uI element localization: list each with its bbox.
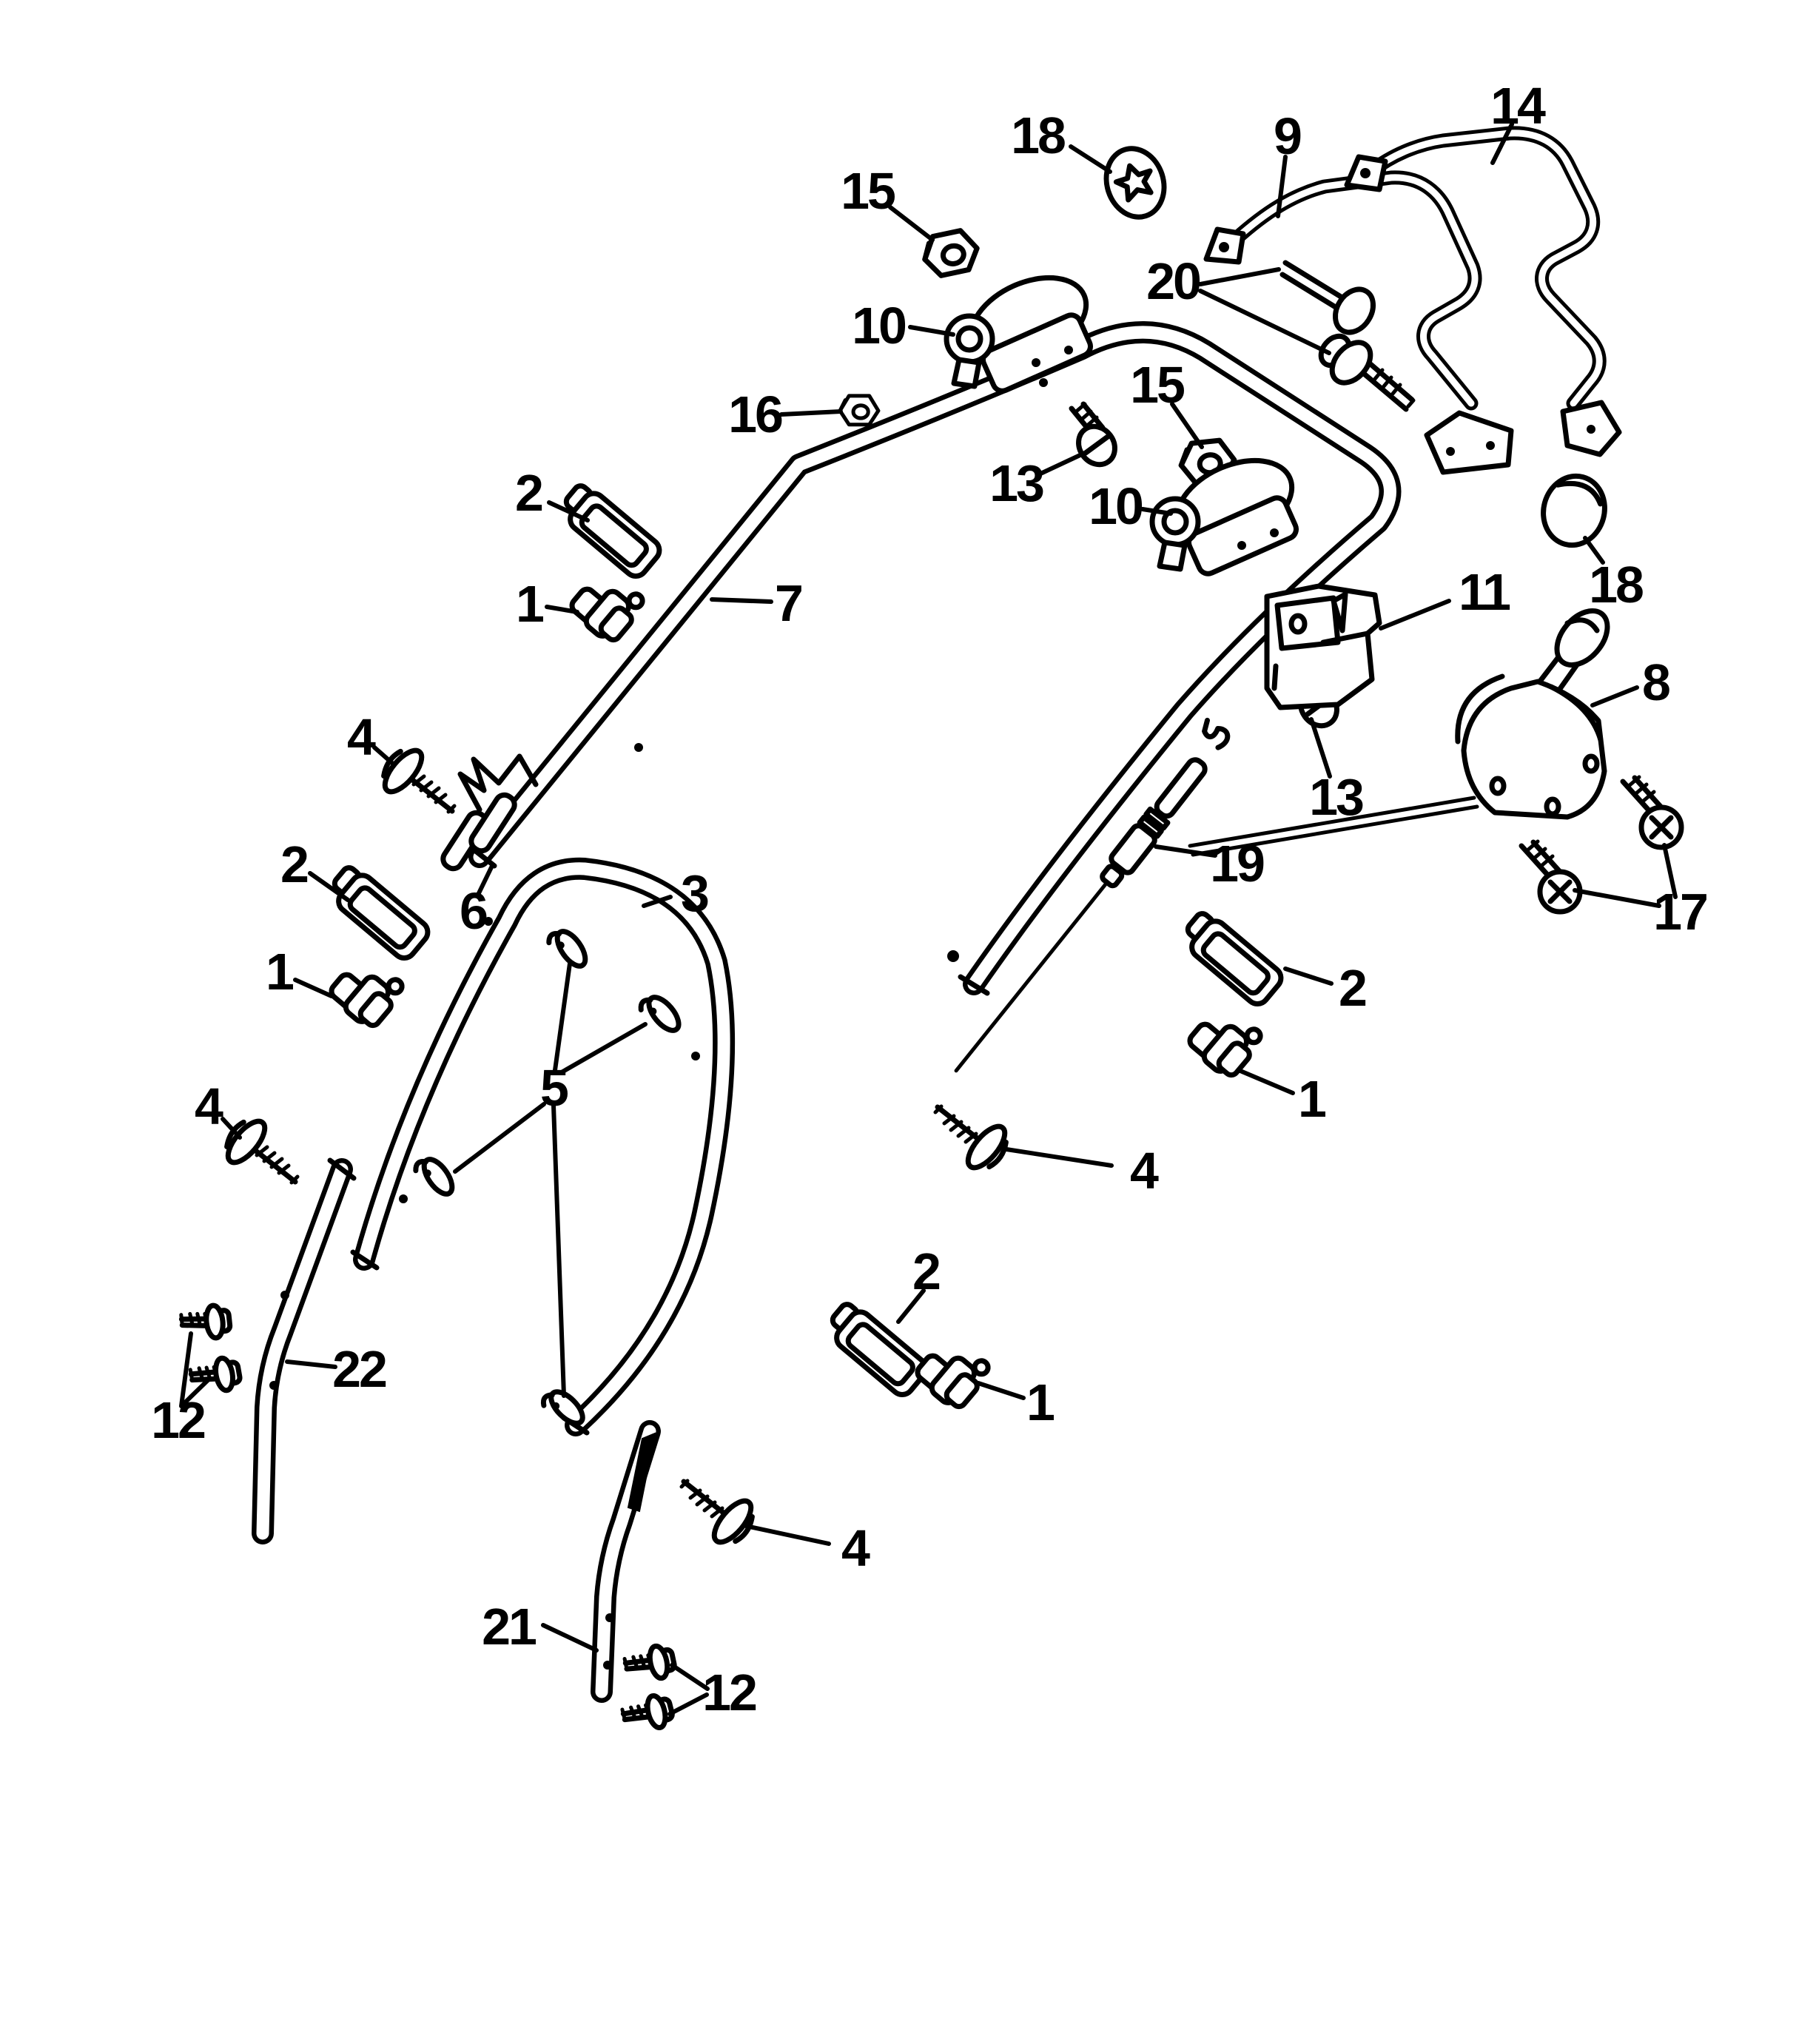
callout-15-a: 15 (841, 162, 895, 220)
part-flange-nut (840, 396, 878, 425)
callout-13-a: 13 (989, 454, 1043, 512)
part-star-washer (1103, 146, 1167, 220)
callout-4-d: 4 (841, 1519, 870, 1577)
callout-8: 8 (1642, 653, 1669, 711)
callout-4-c: 4 (1130, 1142, 1159, 1200)
part-wire-guide (440, 753, 539, 872)
part-grip-pad (324, 862, 432, 962)
callout-2-c: 2 (1339, 959, 1366, 1017)
part-washer-screw (623, 1643, 676, 1684)
callout-1-b: 1 (266, 943, 293, 1001)
part-throttle-cable (954, 717, 1479, 1073)
part-handle-bracket-left (252, 1157, 357, 1544)
callout-labels: 18 9 14 15 10 20 16 13 15 10 2 1 7 11 18… (151, 77, 1709, 1721)
callout-11: 11 (1459, 563, 1510, 621)
part-shoulder-screw (935, 1106, 1011, 1174)
callout-4-b: 4 (195, 1078, 223, 1135)
callout-9: 9 (1274, 107, 1301, 165)
part-carriage-bolt (1318, 333, 1416, 412)
part-shoulder-screw (379, 744, 454, 812)
callout-6: 6 (460, 882, 487, 940)
part-grip-pad (1177, 908, 1285, 1008)
callout-14: 14 (1490, 77, 1546, 135)
callout-2-a: 2 (515, 464, 542, 522)
part-cable-clamp (326, 951, 407, 1032)
part-upper-handle (463, 321, 1402, 996)
callout-13-b: 13 (1309, 768, 1363, 826)
part-screw (1072, 404, 1123, 471)
part-cap-disc (1541, 473, 1607, 548)
callout-12-a: 12 (151, 1391, 205, 1449)
callout-19: 19 (1210, 835, 1264, 892)
part-handle-clamp (1152, 444, 1305, 576)
callout-10-b: 10 (1089, 477, 1143, 535)
part-grip-pad (822, 1299, 930, 1399)
callout-1-d: 1 (1026, 1374, 1054, 1431)
callout-5: 5 (540, 1059, 568, 1117)
callout-18-b: 18 (1589, 556, 1643, 613)
part-shoulder-screw (222, 1115, 297, 1183)
callout-21: 21 (482, 1598, 536, 1655)
part-washer-screw (181, 1304, 231, 1341)
callout-2-b: 2 (280, 836, 308, 893)
part-handle-rod-right (1344, 126, 1622, 457)
callout-1-c: 1 (1298, 1070, 1325, 1128)
part-phillips-screw (1521, 841, 1580, 912)
callout-18-a: 18 (1011, 107, 1065, 164)
callout-15-b: 15 (1130, 356, 1184, 414)
part-cable-clamp (912, 1332, 993, 1413)
callout-3: 3 (681, 864, 708, 922)
callout-16: 16 (728, 386, 782, 443)
part-phillips-screw (1623, 777, 1681, 847)
leader-lines (179, 122, 1678, 1716)
callout-7: 7 (775, 574, 801, 632)
callout-22: 22 (332, 1340, 386, 1398)
callout-12-b: 12 (702, 1664, 756, 1721)
part-washer-screw (621, 1692, 675, 1735)
callout-2-d: 2 (912, 1243, 940, 1300)
part-cable-clip (413, 1153, 457, 1202)
callout-4-a: 4 (347, 708, 376, 766)
callout-17: 17 (1653, 883, 1706, 941)
callout-1-a: 1 (516, 575, 543, 633)
callout-20: 20 (1146, 252, 1200, 310)
part-switch-housing (1264, 583, 1382, 710)
part-cable-clip (638, 990, 684, 1038)
part-handle-clamp (944, 275, 1093, 394)
part-cable-clamp (1185, 1001, 1265, 1081)
part-clevis-pin (1279, 260, 1376, 335)
part-grip-pad (556, 480, 664, 580)
callout-10-a: 10 (852, 297, 906, 354)
part-shoulder-screw (682, 1481, 757, 1548)
part-throttle-control (1455, 608, 1610, 820)
part-handle-bracket-right (591, 1420, 661, 1703)
part-handle-rod-left (1203, 170, 1514, 475)
